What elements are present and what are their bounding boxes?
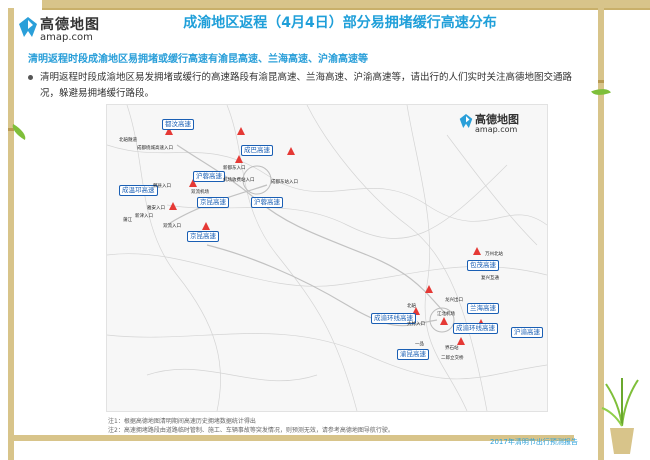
place-label: 龙兴出口 xyxy=(445,298,463,303)
map-brand-name: 高德地图 xyxy=(475,113,519,126)
highway-badge[interactable]: 成巴高速 xyxy=(241,145,273,156)
footnote: 注2：高速拥堵路段由道路临时管制、施工、车辆事故等突发情况，则预测无效，请参考高… xyxy=(108,427,394,434)
amap-logo-icon xyxy=(19,17,37,37)
highway-badge[interactable]: 京昆高速 xyxy=(187,231,219,242)
map-brand-logo: 高德地图 amap.com xyxy=(459,111,539,139)
brand-logo: 高德地图 amap.com xyxy=(18,12,128,48)
place-label: 机场收费站入口 xyxy=(223,178,255,183)
highway-badge[interactable]: 成温邛高速 xyxy=(119,185,158,196)
place-label: 大竹入口 xyxy=(407,322,425,327)
highway-badge[interactable]: 包茂高速 xyxy=(467,260,499,271)
highway-badge[interactable]: 都汶高速 xyxy=(162,119,194,130)
page-title: 成渝地区返程（4月4日）部分易拥堵缓行高速分布 xyxy=(183,15,497,31)
bamboo-frame-top xyxy=(42,0,650,8)
highway-badge[interactable]: 沪蓉高速 xyxy=(193,171,225,182)
place-label: 一品 xyxy=(415,342,424,347)
congestion-marker-icon xyxy=(202,222,210,230)
highway-badge[interactable]: 兰海高速 xyxy=(467,303,499,314)
bamboo-frame-right xyxy=(598,0,604,460)
place-label: 界石站 xyxy=(445,346,459,351)
page-subtitle: 清明返程时段成渝地区易拥堵或缓行高速有渝昆高速、兰海高速、沪渝高速等 xyxy=(28,54,368,65)
congestion-marker-icon xyxy=(189,179,197,187)
highway-badge[interactable]: 成渝环线高速 xyxy=(453,323,498,334)
highway-badge[interactable]: 沪蓉高速 xyxy=(251,197,283,208)
place-label: 北碚 xyxy=(407,304,416,309)
bamboo-frame-bottom xyxy=(14,435,574,441)
place-label: 二郎立交桥 xyxy=(441,356,464,361)
highway-badge[interactable]: 京昆高速 xyxy=(197,197,229,208)
place-label: 复兴互通 xyxy=(481,276,499,281)
map-brand-domain: amap.com xyxy=(475,125,518,134)
highway-badge[interactable]: 沪渝高速 xyxy=(511,327,543,338)
road-network xyxy=(107,105,547,411)
place-label: 双流机场 xyxy=(191,190,209,195)
bamboo-frame-top-stripe xyxy=(42,8,650,10)
bamboo-frame-left xyxy=(8,8,14,460)
brand-domain: amap.com xyxy=(40,32,93,43)
footnotes: 注1：根据高德地图清明期间高速历史拥堵数据统计得出 注2：高速拥堵路段由道路临时… xyxy=(108,417,394,435)
congestion-marker-icon xyxy=(237,127,245,135)
highway-map[interactable]: 高德地图 amap.com 都汶高速 成巴高速 沪蓉高速 成温邛高速 京昆高速 … xyxy=(106,104,548,412)
potted-plant-icon xyxy=(601,378,639,454)
place-label: 成都东站入口 xyxy=(271,180,298,185)
place-label: 成都绕城高速入口 xyxy=(137,146,173,151)
brand-name: 高德地图 xyxy=(40,17,100,33)
congestion-marker-icon xyxy=(287,147,295,155)
congestion-marker-icon xyxy=(473,247,481,255)
amap-logo-icon xyxy=(459,114,473,128)
highway-badge[interactable]: 渝昆高速 xyxy=(397,349,429,360)
footnote: 注1：根据高德地图清明期间高速历史拥堵数据统计得出 xyxy=(108,418,256,425)
place-label: 北碚隧道 xyxy=(119,138,137,143)
place-label: 江北机场 xyxy=(437,312,455,317)
place-label: 郫县入口 xyxy=(153,184,171,189)
bullet-icon xyxy=(28,75,33,80)
congestion-marker-icon xyxy=(165,127,173,135)
place-label: 新津入口 xyxy=(135,214,153,219)
congestion-marker-icon xyxy=(425,285,433,293)
congestion-marker-icon xyxy=(235,155,243,163)
congestion-marker-icon xyxy=(440,317,448,325)
bullet-paragraph: 清明返程时段成渝地区易发拥堵或缓行的高速路段有渝昆高速、兰海高速、沪渝高速等，请… xyxy=(28,70,588,102)
place-label: 新都东入口 xyxy=(223,166,246,171)
place-label: 蒲江 xyxy=(123,218,132,223)
congestion-marker-icon xyxy=(169,202,177,210)
bullet-text: 清明返程时段成渝地区易发拥堵或缓行的高速路段有渝昆高速、兰海高速、沪渝高速等，请… xyxy=(40,72,573,99)
highway-badge[interactable]: 成渝环线高速 xyxy=(371,313,416,324)
place-label: 万州北站 xyxy=(485,252,503,257)
place-label: 双流入口 xyxy=(163,224,181,229)
congestion-marker-icon xyxy=(457,337,465,345)
place-label: 雅安入口 xyxy=(147,206,165,211)
report-footer-title: 2017年清明节出行预测报告 xyxy=(490,438,578,446)
